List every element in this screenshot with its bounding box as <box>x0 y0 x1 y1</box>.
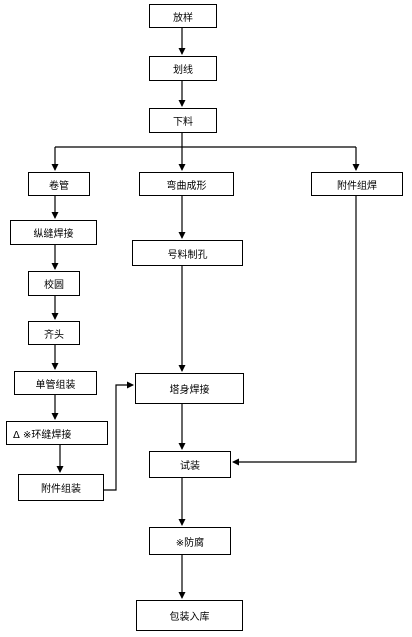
step-fujianzuhan-label: 附件组焊 <box>337 180 377 192</box>
step-wanquchengxing: 弯曲成形 <box>139 172 234 196</box>
step-danguanzuzhuang-label: 单管组装 <box>35 379 76 391</box>
step-fangyang: 放样 <box>149 4 217 28</box>
step-zongfenghanjie-label: 纵缝焊接 <box>33 229 74 240</box>
step-baozhuangruku: 包装入库 <box>136 600 243 631</box>
step-xialiao-label: 下料 <box>173 117 193 128</box>
step-juanguan: 卷管 <box>28 172 90 196</box>
step-jiaoyuan: 校圆 <box>28 271 80 296</box>
step-haoliaozhikong: 号料制孔 <box>132 240 243 266</box>
step-qitou-label: 齐头 <box>44 329 64 341</box>
step-shizhuang-label: 试装 <box>180 461 200 472</box>
step-fangfu: ※防腐 <box>149 527 231 555</box>
step-jiaoyuan-label: 校圆 <box>44 280 64 291</box>
step-fangyang-label: 放样 <box>173 12 193 24</box>
step-tashenhanjie: 塔身焊接 <box>135 373 244 404</box>
step-qitou: 齐头 <box>28 321 80 345</box>
step-wanquchengxing-label: 弯曲成形 <box>166 180 207 192</box>
step-danguanzuzhuang: 单管组装 <box>14 371 97 395</box>
step-fujianzuhan: 附件组焊 <box>311 172 403 196</box>
step-zongfenghanjie: 纵缝焊接 <box>10 220 97 245</box>
step-fujianzuzhuang: 附件组装 <box>18 474 104 501</box>
step-shizhuang: 试装 <box>149 451 231 478</box>
step-haoliaozhikong-label: 号料制孔 <box>167 249 208 261</box>
step-huaxian: 划线 <box>149 56 217 81</box>
step-juanguan-label: 卷管 <box>49 180 69 192</box>
step-huanfenghanjie-label: Δ ※环缝焊接 <box>13 429 72 441</box>
arrow-fujianzuzhuang-to-tashen <box>104 381 134 491</box>
step-huaxian-label: 划线 <box>173 65 193 76</box>
step-baozhuangruku-label: 包装入库 <box>169 612 210 623</box>
step-tashenhanjie-label: 塔身焊接 <box>169 385 210 396</box>
step-huanfenghanjie: Δ ※环缝焊接 <box>6 421 108 445</box>
arrow-fujianzuhan-to-shizhuang <box>232 196 357 466</box>
step-xialiao: 下料 <box>149 108 217 133</box>
step-fangfu-label: ※防腐 <box>175 537 205 549</box>
step-fujianzuzhuang-label: 附件组装 <box>41 484 81 495</box>
